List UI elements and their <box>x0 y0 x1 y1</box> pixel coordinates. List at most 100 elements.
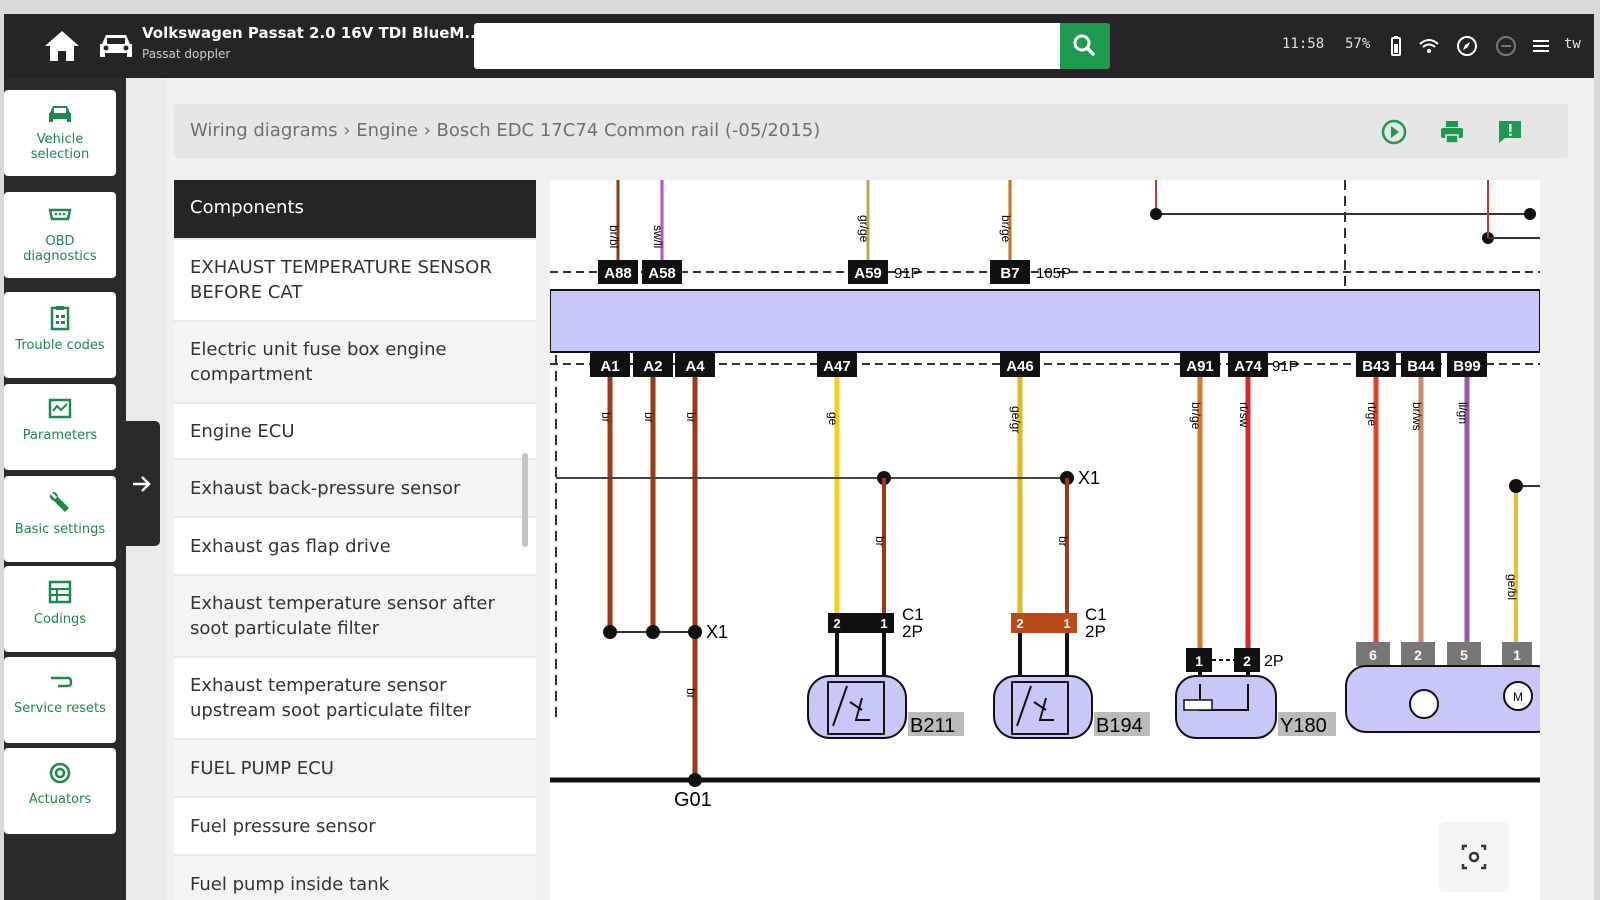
nav-codings[interactable]: Codings <box>4 566 116 652</box>
fit-to-screen-button[interactable] <box>1439 822 1509 892</box>
nav-vehicle-selection[interactable]: Vehicle selection <box>4 90 116 176</box>
component-item[interactable]: Engine ECU <box>174 402 536 458</box>
compass-icon[interactable] <box>1455 34 1479 58</box>
connector-c1 <box>1011 613 1077 633</box>
clock: 11:58 <box>1282 36 1325 52</box>
component-item[interactable]: EXHAUST TEMPERATURE SENSOR BEFORE CAT <box>174 238 536 320</box>
pin-label: A74 <box>1234 358 1262 375</box>
nav-basic-settings[interactable]: Basic settings <box>4 476 116 562</box>
junction-dot <box>688 625 702 639</box>
pin-label: B99 <box>1453 358 1481 375</box>
pin-number: 2 <box>1016 616 1023 631</box>
wrench-icon <box>49 491 69 512</box>
car-icon[interactable] <box>96 30 136 62</box>
wire-label: ge/bl <box>1505 574 1519 600</box>
menu-icon[interactable] <box>1529 34 1553 58</box>
list-scrollbar[interactable] <box>522 453 528 547</box>
side-navigation: Vehicle selection OBD diagnostics Troubl… <box>4 78 126 900</box>
nav-label: Service resets <box>14 701 106 716</box>
main-area: Vehicle selection OBD diagnostics Troubl… <box>4 78 1594 900</box>
component-item[interactable]: Electric unit fuse box engine compartmen… <box>174 320 536 402</box>
pin-label: A1 <box>600 358 619 375</box>
pin-label: A88 <box>604 265 632 282</box>
nav-label: Codings <box>33 612 87 627</box>
obd-icon <box>48 208 72 221</box>
vehicle-subtitle: Passat doppler <box>142 47 231 61</box>
wire-label: br/bl <box>607 225 621 248</box>
home-icon[interactable] <box>42 28 82 64</box>
breadcrumb-bar: Wiring diagrams › Engine › Bosch EDC 17C… <box>174 104 1568 158</box>
notification-icon[interactable] <box>1494 34 1518 58</box>
wire-label: li/gn <box>1456 402 1470 424</box>
user-initials[interactable]: tw <box>1564 36 1581 52</box>
feedback-icon[interactable] <box>1496 118 1524 146</box>
search-input[interactable] <box>474 23 1060 69</box>
breadcrumb[interactable]: Wiring diagrams › Engine › Bosch EDC 17C… <box>190 120 821 141</box>
chart-icon <box>48 398 72 419</box>
nav-label: Vehicle selection <box>30 132 90 162</box>
search-icon <box>1073 34 1095 56</box>
nav-trouble-codes[interactable]: Trouble codes <box>4 292 116 378</box>
junction-label: X1 <box>706 622 728 642</box>
connector-label: C1 <box>1085 605 1107 624</box>
pin-number: 1 <box>1513 647 1521 663</box>
wire-label: ge <box>826 412 840 426</box>
component-item[interactable]: Exhaust back-pressure sensor <box>174 458 536 516</box>
wiring-diagram[interactable]: br/bl sw/li gr/ge br/ge <box>550 180 1540 900</box>
component-item[interactable]: Fuel pressure sensor <box>174 796 536 854</box>
nav-label: Parameters <box>22 428 98 443</box>
components-panel: Components EXHAUST TEMPERATURE SENSOR BE… <box>174 180 536 900</box>
component-item[interactable]: Exhaust gas flap drive <box>174 516 536 574</box>
connector-label: 105P <box>1036 265 1071 282</box>
wire-label: br <box>599 412 613 423</box>
reset-icon <box>51 676 73 688</box>
collapse-panel-toggle[interactable] <box>122 421 160 546</box>
component-item[interactable]: FUEL PUMP ECU <box>174 738 536 796</box>
component-item[interactable]: Exhaust temperature sensor after soot pa… <box>174 574 536 656</box>
arrow-right-icon <box>133 476 151 492</box>
vehicle-title: Volkswagen Passat 2.0 16V TDI BlueM... <box>142 24 482 42</box>
battery-level: 57% <box>1345 36 1371 52</box>
pin-label: A47 <box>823 358 851 375</box>
fit-screen-icon <box>1461 844 1487 870</box>
search-button[interactable] <box>1060 23 1110 69</box>
wire-label: br <box>684 688 698 699</box>
wire-label: br <box>873 536 887 547</box>
component-item[interactable]: Exhaust temperature sensor upstream soot… <box>174 656 536 738</box>
ecu-band <box>550 289 1540 353</box>
wire-label: sw/li <box>651 225 665 248</box>
pin-number: 2 <box>1243 653 1251 669</box>
battery-icon <box>1391 36 1401 56</box>
fuel-pump-unit[interactable] <box>1345 665 1540 733</box>
pin-label: B7 <box>1000 265 1019 282</box>
junction-dot <box>1150 208 1162 220</box>
wire-label: br/ge <box>999 215 1013 243</box>
component-label: Y180 <box>1280 715 1327 737</box>
wire-label: rt/ge <box>1365 402 1379 426</box>
nav-service-resets[interactable]: Service resets <box>4 657 116 743</box>
nav-parameters[interactable]: Parameters <box>4 384 116 470</box>
top-pin-labels: A88 A58 A59 B7 91P 105P <box>598 260 1071 284</box>
pin-number: 1 <box>1063 616 1070 631</box>
pin-label: B43 <box>1362 358 1390 375</box>
wire-label: br <box>1056 536 1070 547</box>
print-icon[interactable] <box>1438 118 1466 146</box>
top-bar: Volkswagen Passat 2.0 16V TDI BlueM... P… <box>4 14 1594 78</box>
nav-actuators[interactable]: Actuators <box>4 748 116 834</box>
connector-label: 2P <box>902 622 923 641</box>
wifi-icon <box>1419 39 1439 53</box>
component-item[interactable]: Fuel pump inside tank <box>174 854 536 900</box>
component-label: B194 <box>1096 715 1143 737</box>
content-area: Wiring diagrams › Engine › Bosch EDC 17C… <box>166 78 1594 900</box>
pin-number: 5 <box>1460 647 1468 663</box>
wire-label: br/ws <box>1410 402 1424 431</box>
motor-symbol: M <box>1513 690 1523 704</box>
nav-label: Basic settings <box>14 522 106 537</box>
nav-label: OBD diagnostics <box>23 234 97 264</box>
car-icon <box>49 106 71 122</box>
nav-obd-diagnostics[interactable]: OBD diagnostics <box>4 192 116 278</box>
pin-label: B44 <box>1407 358 1435 375</box>
play-icon[interactable] <box>1380 118 1408 146</box>
wire-label: gr/ge <box>857 215 871 243</box>
